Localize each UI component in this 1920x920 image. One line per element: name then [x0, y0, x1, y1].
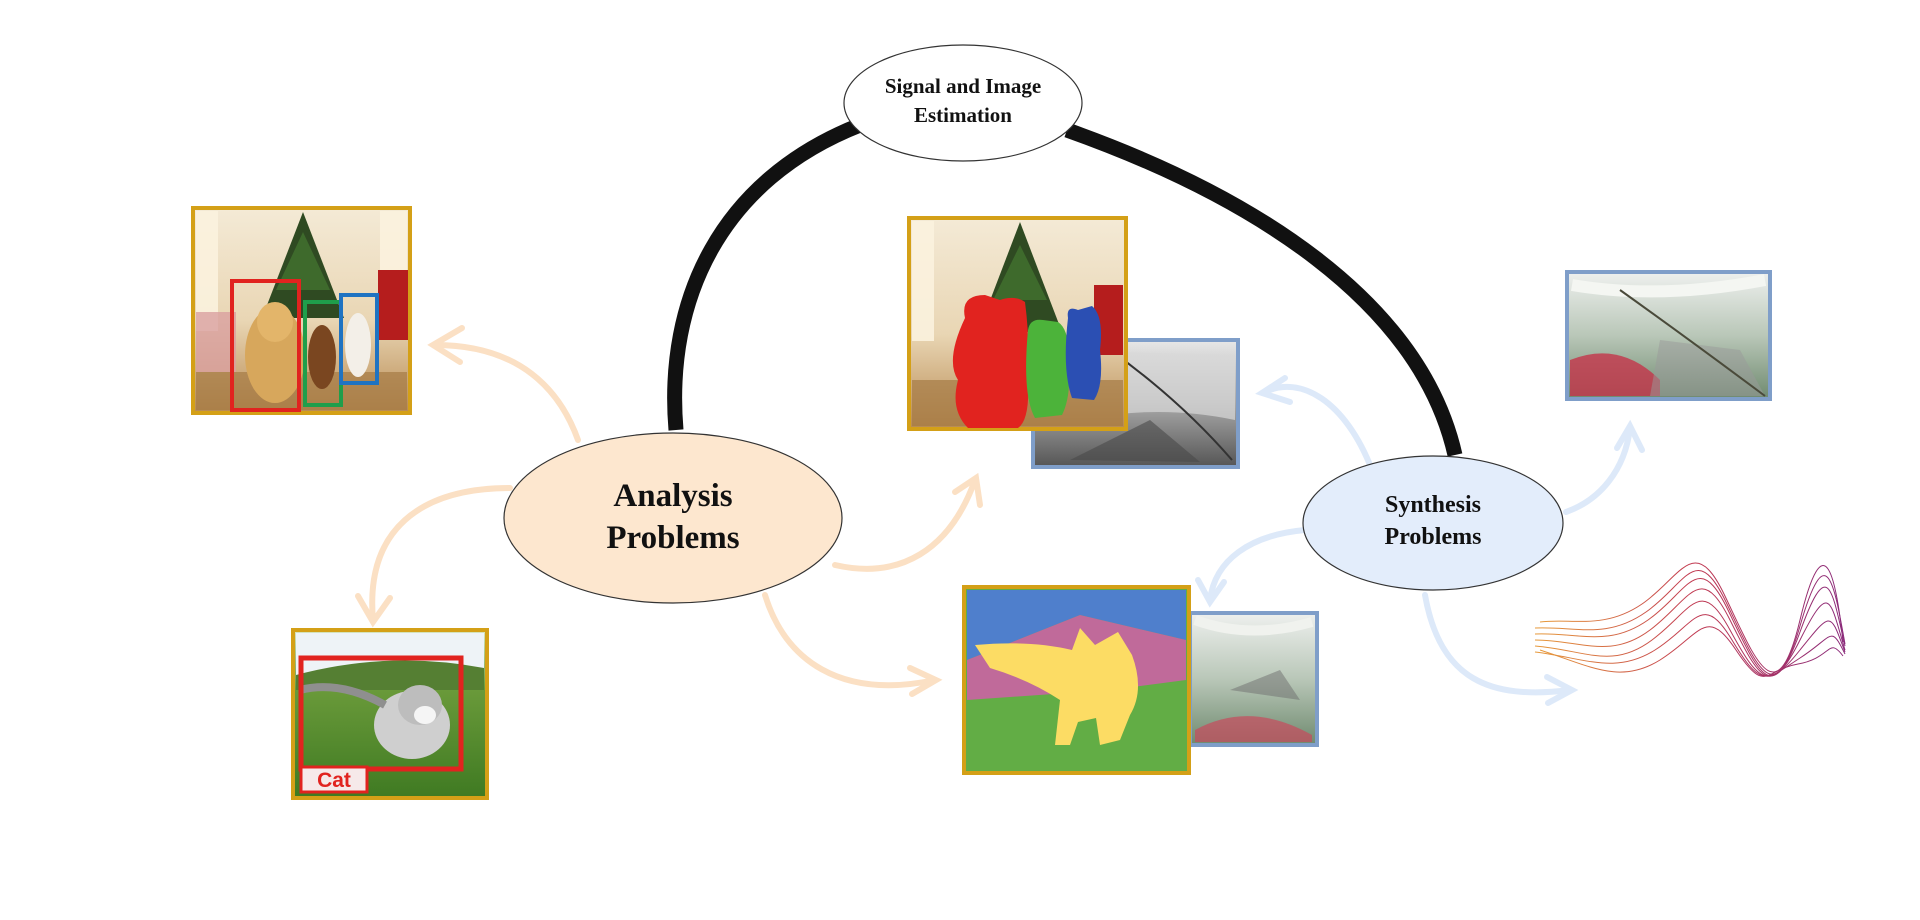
tag-cat-label: Cat	[317, 769, 351, 792]
dog-small	[308, 325, 336, 389]
arrow-to-colorized	[1210, 530, 1305, 600]
node-analysis: Analysis Problems	[504, 433, 842, 603]
node-synthesis: Synthesis Problems	[1303, 456, 1563, 590]
image-restored	[1567, 272, 1770, 399]
node-synthesis-label-1: Synthesis	[1385, 492, 1481, 518]
node-synthesis-label-2: Problems	[1385, 524, 1482, 550]
waveform	[1535, 563, 1845, 676]
mask-blue	[1066, 306, 1101, 400]
node-estimation-label-2: Estimation	[914, 103, 1012, 127]
image-instance-segmentation	[909, 218, 1126, 429]
image-classification: Cat	[293, 630, 487, 798]
node-analysis-label-2: Problems	[606, 520, 739, 556]
node-analysis-label-1: Analysis	[613, 478, 732, 514]
node-synthesis-shape	[1303, 456, 1563, 590]
node-estimation: Signal and Image Estimation	[844, 45, 1082, 161]
connector-analysis-estimation	[675, 125, 860, 430]
node-analysis-shape	[504, 433, 842, 603]
cat-white	[345, 313, 371, 377]
mask-green	[1026, 320, 1069, 418]
arrow-to-classification	[372, 488, 510, 620]
image-colorized	[1190, 613, 1317, 745]
image-object-detection	[193, 208, 410, 413]
node-estimation-label-1: Signal and Image	[885, 74, 1041, 98]
image-semantic-segmentation	[964, 587, 1189, 773]
arrow-to-semantic-seg	[765, 595, 935, 685]
